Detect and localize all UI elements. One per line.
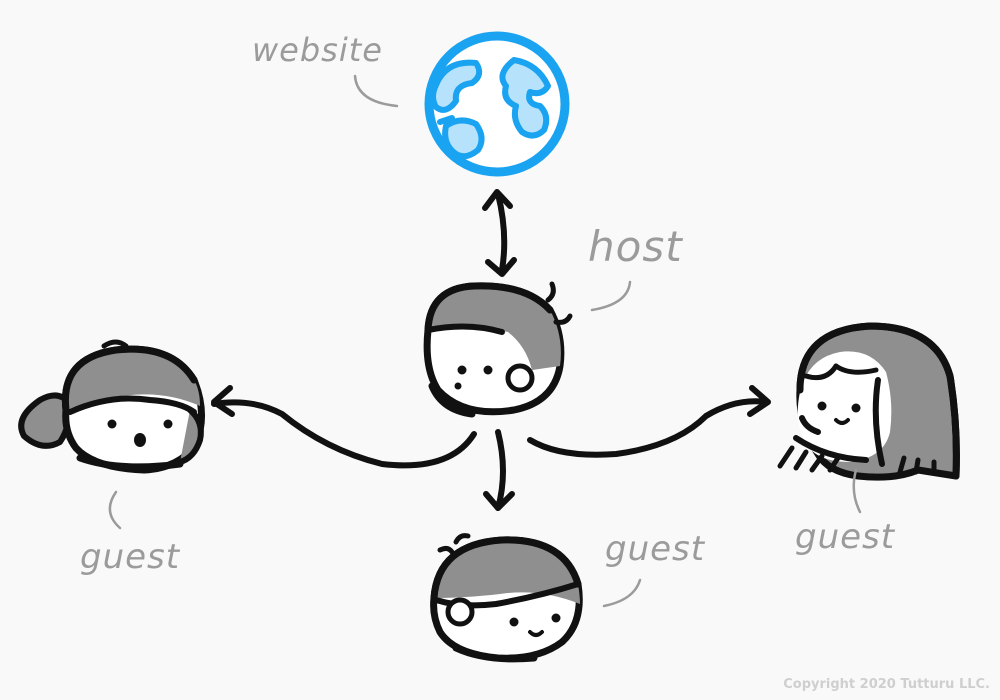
host-face-icon [423,281,573,418]
arrow-to-right-guest [527,385,771,458]
website-leader-line [353,74,399,108]
guest-left-label: guest [80,537,181,577]
arrow-to-bottom-guest [483,429,515,511]
guest-boy-face-icon [430,533,583,663]
guest-bottom-label: guest [605,529,706,569]
host-label: host [588,222,683,271]
arrow-to-left-guest [211,385,477,469]
guest-woman-face-icon [777,322,960,481]
guest-right-leader-line [852,468,862,514]
guest-bottom-leader-line [602,578,642,608]
guest-girl-face-icon [18,339,206,474]
host-leader-line [590,280,632,312]
website-label: website [252,31,383,69]
double-arrow [482,189,517,277]
copyright-notice: Copyright 2020 Tutturu LLC. [783,677,990,692]
globe-icon [424,31,570,177]
guest-right-label: guest [795,517,896,557]
guest-left-leader-line [108,490,122,530]
